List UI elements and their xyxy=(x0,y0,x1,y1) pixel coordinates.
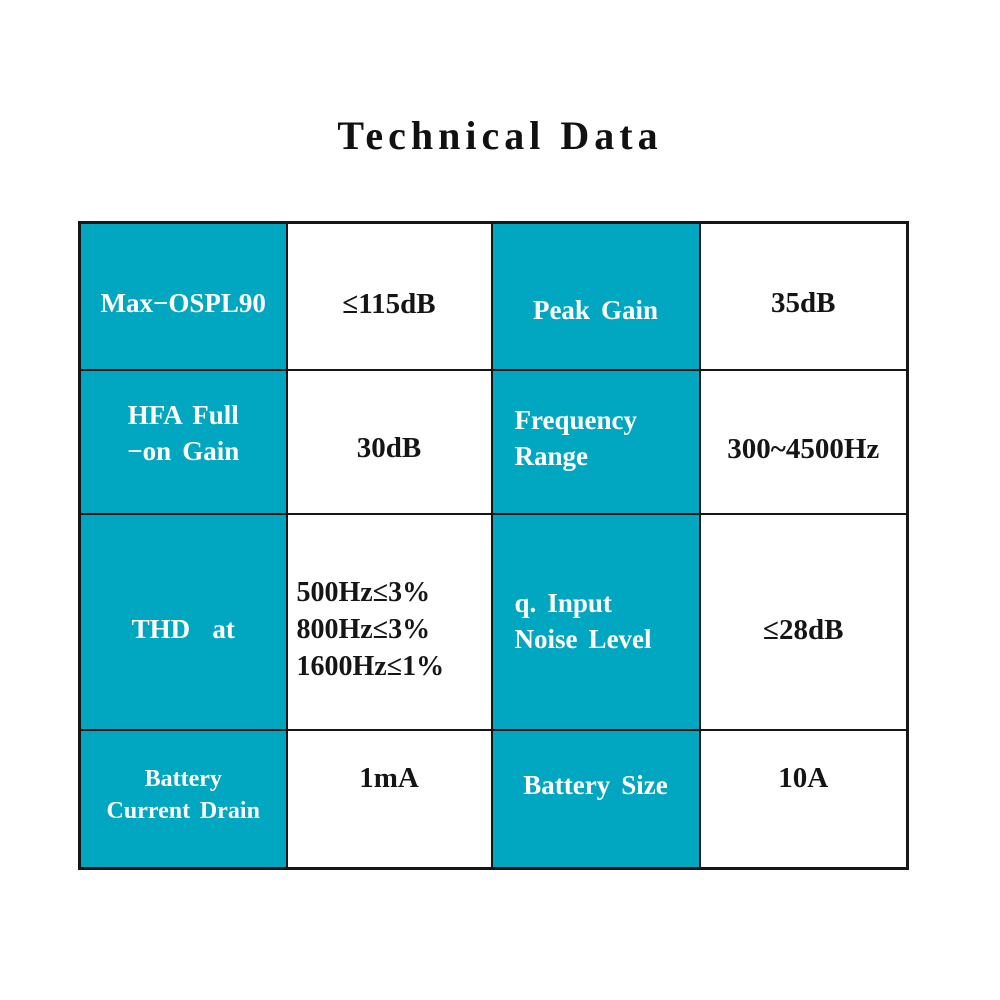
cell-text-line: q. Input xyxy=(514,587,612,618)
cell-text-line: Frequency xyxy=(514,404,638,435)
value-max-ospl90: ≤115dB xyxy=(285,221,493,371)
cell-text-line: 35dB xyxy=(771,287,836,320)
value-battery-size: 10A xyxy=(698,728,909,870)
value-peak-gain: 35dB xyxy=(698,221,909,371)
cell-text-line: 500Hz≤3% xyxy=(296,577,431,609)
cell-text-line: 1600Hz≤1% xyxy=(296,650,445,682)
cell-text-line: THD at xyxy=(131,613,235,644)
cell-text-line: HFA Full xyxy=(127,399,239,430)
table-row: HFA Full −on Gain 30dB Frequency Range 3… xyxy=(78,368,909,515)
cell-text-line: ≤28dB xyxy=(763,614,844,647)
value-battery-current-drain: 1mA xyxy=(285,728,493,870)
table-row: THD at 500Hz≤3% 800Hz≤3% 1600Hz≤1% q. In… xyxy=(78,512,909,731)
label-battery-size: Battery Size xyxy=(490,728,701,870)
value-thd-at: 500Hz≤3% 800Hz≤3% 1600Hz≤1% xyxy=(285,512,493,731)
technical-data-table: Max−OSPL90 ≤115dB Peak Gain 35dB HFA Ful… xyxy=(78,221,909,870)
table-row: Battery Current Drain 1mA Battery Size 1… xyxy=(78,728,909,870)
value-hfa-full-on-gain: 30dB xyxy=(285,368,493,515)
cell-text-line: 10A xyxy=(778,761,829,794)
page-title: Technical Data xyxy=(337,113,663,158)
value-frequency-range: 300~4500Hz xyxy=(698,368,909,515)
label-peak-gain: Peak Gain xyxy=(490,221,701,371)
value-input-noise-level: ≤28dB xyxy=(698,512,909,731)
cell-text-line: 800Hz≤3% xyxy=(296,614,431,646)
cell-text-line: 30dB xyxy=(356,432,422,465)
label-frequency-range: Frequency Range xyxy=(490,368,701,515)
cell-text-line: −on Gain xyxy=(127,435,240,466)
table-row: Max−OSPL90 ≤115dB Peak Gain 35dB xyxy=(78,221,909,371)
cell-text-line: 1mA xyxy=(359,761,419,794)
label-hfa-full-on-gain: HFA Full −on Gain xyxy=(78,368,288,515)
cell-text-line: ≤115dB xyxy=(342,288,436,321)
cell-text-line: Battery Size xyxy=(523,769,668,800)
label-battery-current-drain: Battery Current Drain xyxy=(78,728,288,870)
cell-text-line: Peak Gain xyxy=(532,295,659,326)
cell-text-line: Current Drain xyxy=(106,797,260,824)
label-input-noise-level: q. Input Noise Level xyxy=(490,512,701,731)
cell-text-line: Range xyxy=(514,440,589,471)
cell-text-line: Max−OSPL90 xyxy=(100,288,266,319)
label-thd-at: THD at xyxy=(78,512,288,731)
cell-text-line: 300~4500Hz xyxy=(727,433,880,466)
label-max-ospl90: Max−OSPL90 xyxy=(78,221,288,371)
cell-text-line: Noise Level xyxy=(514,623,652,654)
cell-text-line: Battery xyxy=(144,766,222,793)
